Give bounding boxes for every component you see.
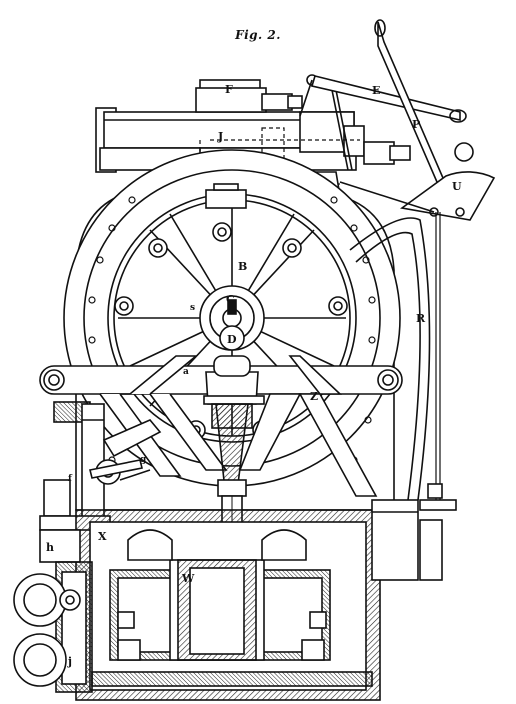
label-u: U (452, 180, 462, 193)
frame-trusses (99, 355, 378, 497)
housing-top-bracket (205, 183, 247, 209)
lower-cylinder-block (75, 509, 381, 701)
label-w: W (181, 572, 195, 585)
right-lower-box (371, 483, 457, 581)
governor-quadrant-u (339, 142, 496, 221)
label-j-upper: J (217, 130, 223, 143)
eccentric-rod-r (349, 212, 441, 501)
figure-title: Fig. 2. (235, 28, 281, 42)
connecting-rod (203, 355, 265, 501)
left-lower-pumps (13, 529, 93, 693)
label-d: D (227, 333, 237, 346)
label-b: B (238, 260, 247, 273)
left-pump-gear (39, 401, 162, 531)
label-e: E (372, 84, 380, 97)
label-f-upper: F (225, 83, 233, 96)
label-s: s (190, 303, 195, 313)
governor-block-f (195, 79, 303, 113)
label-p: P (412, 118, 420, 131)
label-r: R (416, 312, 426, 325)
label-x: X (98, 530, 107, 543)
label-f-lower: f (68, 474, 73, 484)
label-j-lower: j (67, 655, 72, 668)
part-labels: F E J P U B C D s R Z a f g X h W j (46, 83, 462, 668)
label-z: Z (310, 390, 318, 403)
label-c: C (226, 293, 235, 306)
label-a: a (183, 367, 189, 377)
label-h: h (46, 541, 54, 554)
label-g: g (140, 455, 147, 465)
